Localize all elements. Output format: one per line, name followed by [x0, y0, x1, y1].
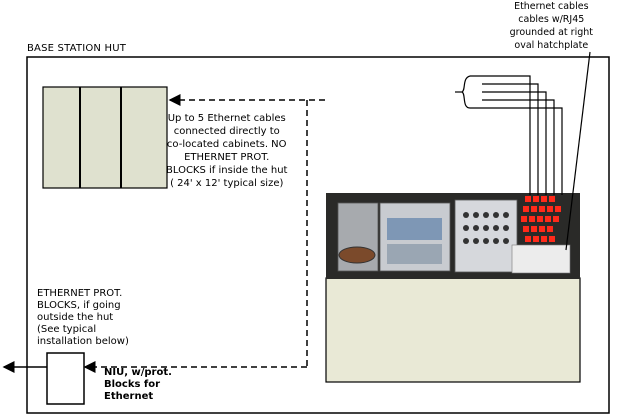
niu-note: NIU, w/prot. Blocks for Ethernet [104, 367, 172, 402]
colocated-cabinets-note: Up to 5 Ethernet cables connected direct… [166, 113, 288, 189]
equipment-base [325, 277, 581, 383]
hut-title: BASE STATION HUT [27, 43, 127, 54]
equipment-cabinet [325, 193, 581, 383]
hut-outline [26, 56, 610, 414]
ethernet-cables-bracket [455, 51, 591, 251]
prot-blocks-note: ETHERNET PROT. BLOCKS, if going outside … [37, 288, 129, 347]
dashed-ethernet-path [83, 94, 325, 373]
ethernet-cables-note: Ethernet cables cables w/RJ45 grounded a… [509, 1, 593, 51]
rj45-cable-ends [521, 196, 561, 242]
oval-hatchplate-icon [338, 246, 376, 264]
colocated-cabinets [42, 86, 168, 189]
niu-box [46, 352, 85, 405]
